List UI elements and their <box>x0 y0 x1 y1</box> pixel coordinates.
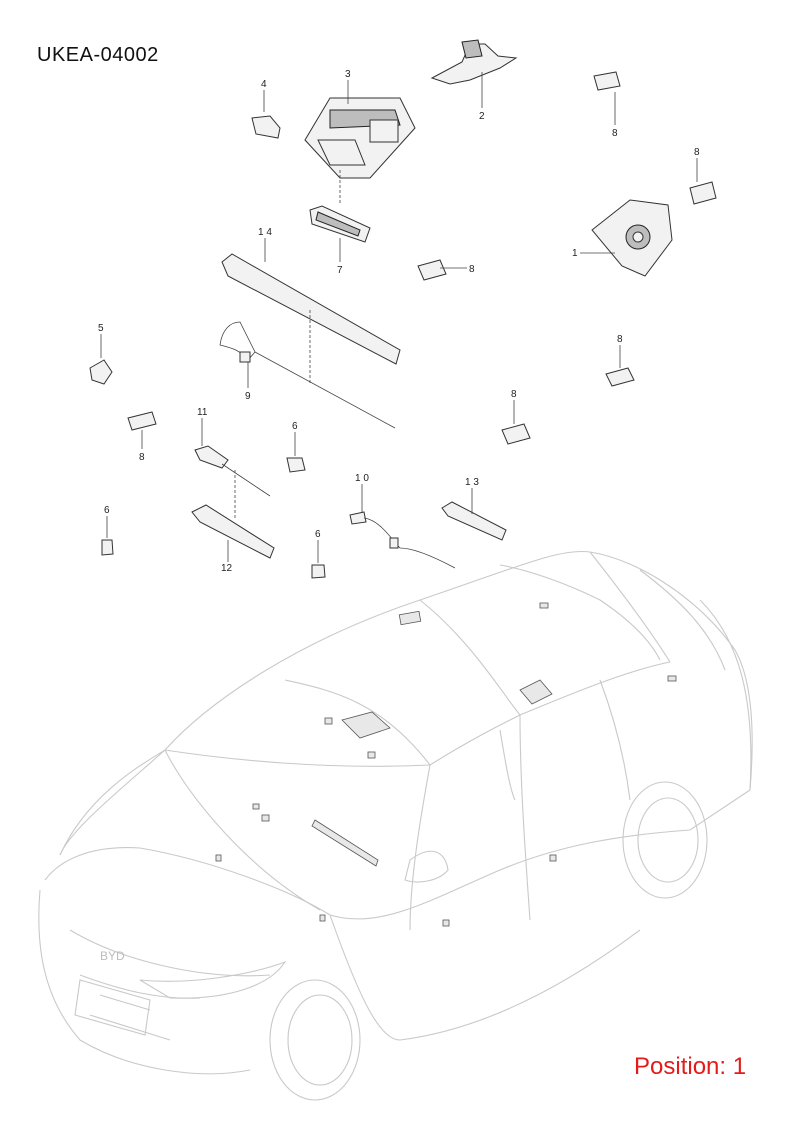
part-6-clips <box>101 432 326 579</box>
part-8-clips <box>127 71 717 449</box>
part-1-roof-bracket <box>580 199 673 277</box>
diagram-code: UKEA-04002 <box>37 44 159 66</box>
part-7-switch-panel <box>309 205 371 262</box>
part-2-bracket <box>430 39 518 108</box>
callout-8: 8 <box>511 389 517 400</box>
installed-parts <box>215 602 677 927</box>
part-13-bracket <box>441 488 507 541</box>
callout-8: 8 <box>694 147 700 158</box>
callout-7: 7 <box>337 265 343 276</box>
callout-2: 2 <box>479 111 485 122</box>
car-outline: BYD <box>38 550 753 1101</box>
part-5-connector <box>89 334 113 385</box>
callout-10: 1 0 <box>355 473 369 484</box>
callout-1: 1 <box>572 248 578 259</box>
callout-8: 8 <box>612 128 618 139</box>
callout-13: 1 3 <box>465 477 479 488</box>
callout-8: 8 <box>617 334 623 345</box>
svg-text:BYD: BYD <box>100 949 125 963</box>
callout-11: 11 <box>197 407 208 418</box>
callout-6: 6 <box>315 529 321 540</box>
callout-labels: 1 2 3 4 5 6 6 6 7 8 8 8 8 8 8 8 9 1 0 11… <box>98 69 700 574</box>
part-14-long-trim <box>221 238 401 385</box>
part-12-bracket <box>191 504 275 562</box>
callout-14: 1 4 <box>258 227 272 238</box>
callout-8: 8 <box>469 264 475 275</box>
callout-6: 6 <box>104 505 110 516</box>
part-3-overhead-console <box>304 80 416 205</box>
callout-5: 5 <box>98 323 104 334</box>
callout-4: 4 <box>261 79 267 90</box>
part-9-harness <box>219 321 396 429</box>
callout-3: 3 <box>345 69 351 80</box>
callout-12: 12 <box>221 563 233 574</box>
callout-8: 8 <box>139 452 145 463</box>
part-10-harness <box>349 484 456 569</box>
callout-9: 9 <box>245 391 251 402</box>
callout-6: 6 <box>292 421 298 432</box>
part-11-harness <box>194 418 271 520</box>
part-4-clip <box>251 90 281 139</box>
position-label: Position: 1 <box>634 1053 747 1080</box>
